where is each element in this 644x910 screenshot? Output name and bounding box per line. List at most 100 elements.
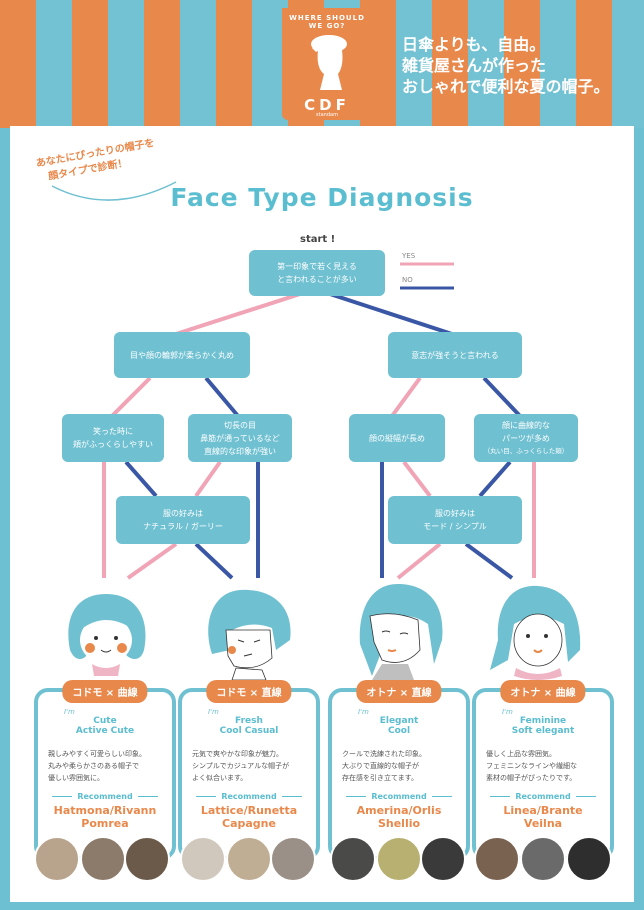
desc-line: クールで洗練された印象。: [342, 750, 426, 758]
result-card-fresh: コドモ × 直線 I'm Fresh Cool Casual 元気で爽やかな印象…: [178, 680, 320, 860]
hat-silhouette-icon: [311, 35, 347, 90]
recommend-label: Recommend: [332, 792, 466, 801]
face-feminine-illustration: [490, 585, 581, 680]
node-text: 第一印象で若く見える: [277, 262, 357, 271]
logo-top-text: WHERE SHOULD WE GO?: [289, 14, 365, 30]
result-card-feminine: オトナ × 曲線 I'm Feminine Soft elegant 優しく上品…: [472, 680, 614, 860]
node-text: 頬がふっくらしやすい: [73, 440, 153, 449]
recommended-hats: Amerina/Orlis Shellio: [332, 804, 466, 830]
hat-photo: [124, 836, 170, 882]
desc-line: 優しく上品な雰囲気。: [486, 750, 556, 758]
result-description: 優しく上品な雰囲気。 フェミニンなラインや繊細な 素材の帽子がぴったりです。: [486, 748, 604, 784]
node-text: パーツが多め: [502, 433, 550, 443]
legend-no: NO: [402, 276, 413, 284]
hat-names: Linea/Brante: [503, 804, 583, 817]
recommend-label: Recommend: [38, 792, 172, 801]
tagline-line: 日傘よりも、自由。: [402, 35, 546, 54]
hat-names: Veilna: [523, 817, 563, 830]
desc-line: 素材の帽子がぴったりです。: [486, 774, 577, 782]
start-label: start !: [300, 234, 336, 245]
recommended-hats: Lattice/Runetta Capagne: [182, 804, 316, 830]
hat-photo: [34, 836, 80, 882]
hat-names: Capagne: [222, 817, 276, 830]
face-fresh-illustration: [208, 589, 291, 680]
im-label: I'm: [208, 708, 219, 716]
legend-yes: YES: [402, 252, 416, 260]
hat-photo: [420, 836, 466, 882]
style-name: Fresh: [235, 716, 263, 726]
hat-names: Hatmona/Rivann: [53, 804, 157, 817]
question-left-left: 笑った時に 頬がふっくらしやすい: [62, 414, 164, 462]
style-subname: Cool Casual: [219, 726, 279, 736]
node-text: 目や顔の輪郭が柔らかく丸め: [130, 350, 234, 360]
result-description: 元気で爽やかな印象が魅力。 シンプルでカジュアルな帽子が よく似合います。: [192, 748, 310, 784]
result-badge: オトナ × 直線: [356, 680, 442, 703]
question-right: 意志が強そうと言われる: [388, 332, 522, 378]
desc-line: フェミニンなラインや繊細な: [486, 762, 577, 770]
node-text: 笑った時に: [93, 427, 133, 436]
node-text: モード / シンプル: [423, 522, 487, 531]
question-left-middle: 服の好みは ナチュラル / ガーリー: [116, 496, 250, 544]
tagline-line: おしゃれで便利な夏の帽子。: [402, 77, 610, 96]
callout-swoosh: [51, 181, 177, 201]
hat-photo: [270, 836, 316, 882]
result-badge: コドモ × 直線: [206, 680, 292, 703]
recommended-hats: Linea/Brante Veilna: [476, 804, 610, 830]
hat-photo: [566, 836, 612, 882]
hat-photo: [180, 836, 226, 882]
result-card-elegant: オトナ × 直線 I'm Elegant Cool クールで洗練された印象。 大…: [328, 680, 470, 860]
question-root: 第一印象で若く見える と言われることが多い: [249, 250, 385, 296]
result-badge: コドモ × 曲線: [62, 680, 148, 703]
face-cute-illustration: [68, 594, 146, 676]
node-text: 直線的な印象が強い: [204, 446, 276, 456]
result-description: 親しみやすく可愛らしい印象。 丸みや柔らかさのある帽子で 優しい雰囲気に。: [48, 748, 166, 784]
hat-photo: [80, 836, 126, 882]
page-title: Face Type Diagnosis: [170, 183, 474, 212]
question-right-middle: 服の好みは モード / シンプル: [388, 496, 522, 544]
node-text: （丸い目、ふっくらした頬）: [483, 446, 569, 455]
result-description: クールで洗練された印象。 大ぶりで直線的な帽子が 存在感を引き立てます。: [342, 748, 460, 784]
hat-names: Shellio: [377, 817, 421, 830]
question-right-left: 顔の縦幅が長め: [349, 414, 445, 462]
node-text: 服の好みは: [163, 509, 203, 518]
node-text: と言われることが多い: [277, 275, 357, 284]
question-left: 目や顔の輪郭が柔らかく丸め: [114, 332, 250, 378]
im-label: I'm: [64, 708, 75, 716]
node-text: 服の好みは: [435, 509, 475, 518]
im-label: I'm: [502, 708, 513, 716]
node-text: ナチュラル / ガーリー: [143, 522, 223, 531]
desc-line: 元気で爽やかな印象が魅力。: [192, 750, 283, 758]
hat-photo: [330, 836, 376, 882]
hat-photo: [474, 836, 520, 882]
result-card-cute: コドモ × 曲線 I'm Cute Active Cute 親しみやすく可愛らし…: [34, 680, 176, 860]
desc-line: シンプルでカジュアルな帽子が: [192, 762, 290, 770]
tagline-line: 雑貨屋さんが作った: [402, 56, 547, 75]
hat-photo: [226, 836, 272, 882]
result-badge: オトナ × 曲線: [500, 680, 586, 703]
node-text: 切長の目: [224, 420, 256, 430]
question-right-right: 顔に曲線的な パーツが多め （丸い目、ふっくらした頬）: [474, 414, 578, 462]
desc-line: 大ぶりで直線的な帽子が: [342, 762, 419, 770]
desc-line: 優しい雰囲気に。: [48, 774, 104, 782]
hat-photo: [376, 836, 422, 882]
node-text: 顔の縦幅が長め: [369, 433, 425, 443]
style-subname: Active Cute: [75, 726, 135, 736]
hat-names: Amerina/Orlis: [356, 804, 442, 817]
hat-names: Pomrea: [81, 817, 129, 830]
node-text: 顔に曲線的な: [502, 420, 550, 430]
hat-names: Lattice/Runetta: [200, 804, 298, 817]
desc-line: 存在感を引き立てます。: [342, 774, 418, 782]
recommended-hats: Hatmona/Rivann Pomrea: [38, 804, 172, 830]
face-elegant-illustration: [359, 584, 443, 680]
node-text: 鼻筋が通っているなど: [200, 433, 280, 443]
style-name: Elegant: [379, 716, 419, 726]
brand-name: CDF: [304, 96, 350, 114]
style-name: Feminine: [519, 716, 567, 726]
hat-photo: [520, 836, 566, 882]
node-text: 意志が強そうと言われる: [411, 350, 499, 360]
desc-line: よく似合います。: [192, 774, 248, 782]
brand-logo: WHERE SHOULD WE GO? CDF standam: [282, 8, 372, 120]
desc-line: 親しみやすく可愛らしい印象。: [48, 750, 146, 758]
im-label: I'm: [358, 708, 369, 716]
